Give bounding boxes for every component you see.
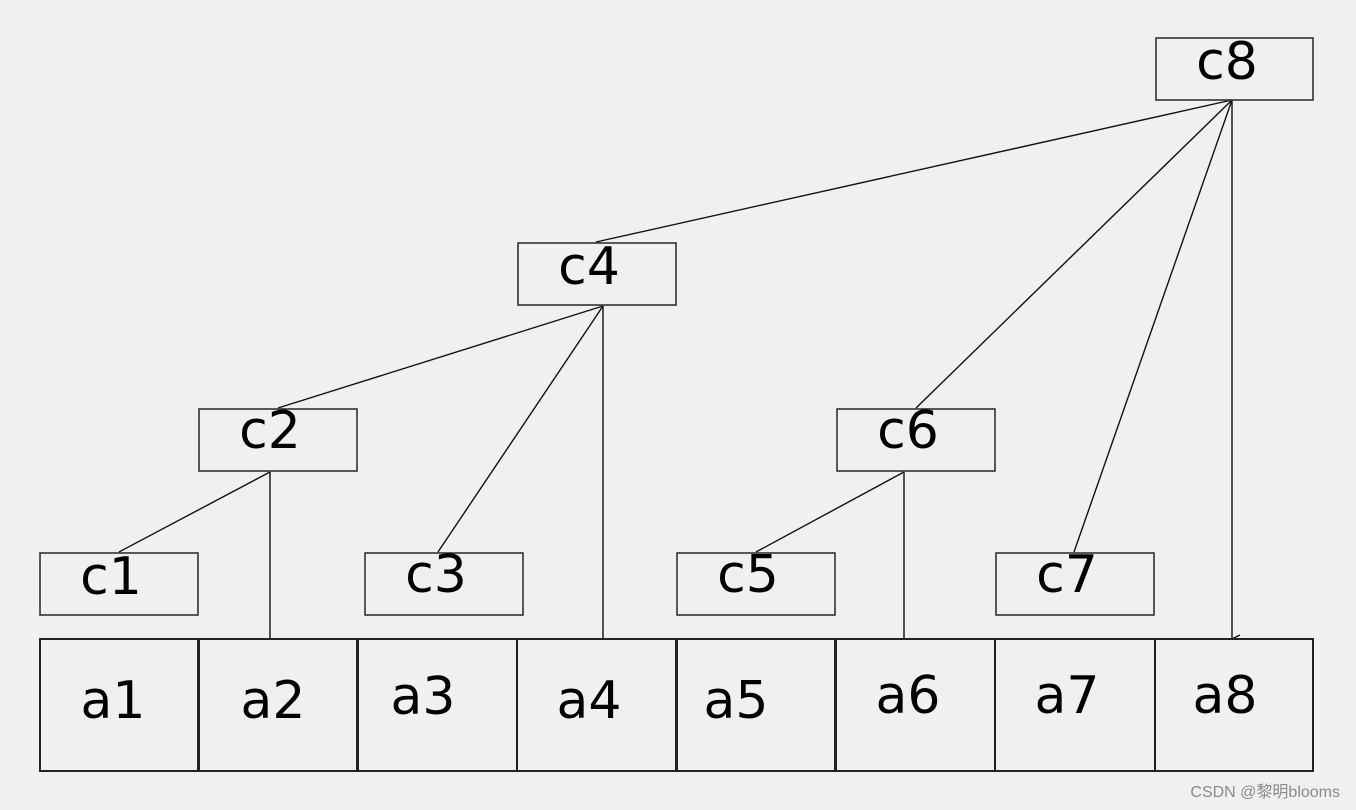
node-c5: c5 [676,545,836,616]
array-row: a1 a2 a3 a4 a5 a6 a7 a8 [39,638,1314,772]
array-cell-a1: a1 [39,638,199,772]
csdn-watermark: CSDN @黎明blooms [1190,784,1340,801]
array-cell-a8-label: a8 [1193,666,1258,726]
array-cell-a5: a5 [676,638,836,772]
array-cell-a3-label: a3 [391,667,456,727]
node-c8-label: c8 [1196,32,1258,92]
array-cell-a4: a4 [516,638,677,772]
node-c8: c8 [1155,32,1314,101]
array-cell-a7: a7 [994,638,1156,772]
edges [118,99,1233,639]
node-c5-label: c5 [717,545,779,605]
node-c4-label: c4 [558,237,620,297]
array-cell-a2: a2 [198,638,358,772]
array-cell-a8: a8 [1154,638,1314,772]
node-c7: c7 [995,545,1155,616]
edge-c2-c1 [118,471,271,553]
tree-nodes: c1 c2 c3 c4 c5 c6 c7 c8 [39,32,1314,616]
edge-c4-c3 [437,305,604,553]
array-cell-a4-label: a4 [557,671,622,731]
edge-c8-c4 [595,99,1233,243]
edge-c4-c2 [277,305,604,409]
array-cell-a3: a3 [357,638,518,772]
edge-c8-c7 [1073,99,1233,553]
node-c2-label: c2 [239,401,301,461]
edge-c6-c5 [755,471,905,553]
node-c6: c6 [836,401,996,472]
array-cell-a6-label: a6 [876,666,941,726]
array-cell-a6: a6 [835,638,996,772]
node-c3-label: c3 [405,545,467,605]
node-c6-label: c6 [877,401,939,461]
edge-c8-c6 [915,99,1233,409]
node-c1: c1 [39,547,199,616]
array-cell-a1-label: a1 [81,671,146,731]
node-c4: c4 [517,237,677,306]
node-c2: c2 [198,401,358,472]
node-c3: c3 [364,545,524,616]
array-cell-a5-label: a5 [704,671,769,731]
node-c7-label: c7 [1036,545,1098,605]
array-cell-a7-label: a7 [1035,666,1100,726]
node-c1-label: c1 [80,547,142,607]
array-cell-a2-label: a2 [241,671,306,731]
